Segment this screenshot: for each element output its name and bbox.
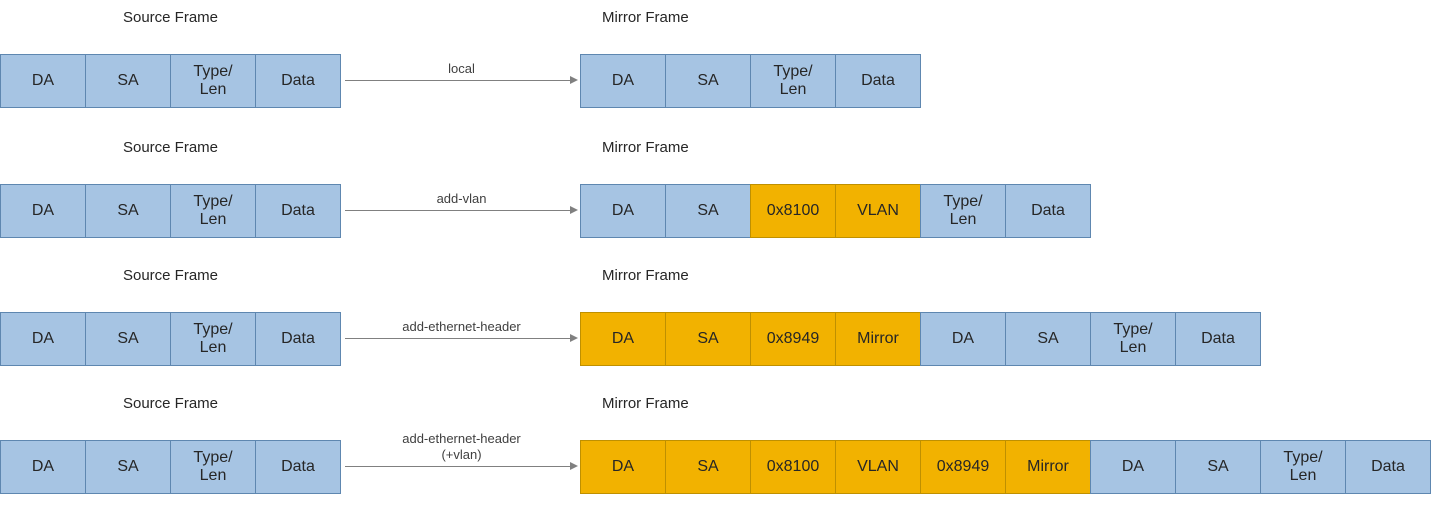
frame-field-cell: SA [665, 54, 751, 108]
frame-field-cell: Type/ Len [750, 54, 836, 108]
frame-field-cell: DA [1090, 440, 1176, 494]
frame-field-cell: DA [0, 54, 86, 108]
frame-field-cell: SA [1175, 440, 1261, 494]
arrow-line [345, 210, 571, 211]
mirror-action-label: add-vlan [436, 190, 487, 206]
source-frame-title: Source Frame [122, 9, 219, 26]
arrow-line [345, 466, 571, 467]
frame-field-cell: Data [1345, 440, 1431, 494]
frame-field-cell: Type/ Len [170, 440, 256, 494]
frame-field-cell: Data [255, 312, 341, 366]
frame-field-cell: DA [580, 54, 666, 108]
frame-field-cell: Type/ Len [170, 312, 256, 366]
frame-field-cell: DA [580, 312, 666, 366]
frame-field-cell: DA [580, 440, 666, 494]
mirror-frame-title: Mirror Frame [602, 9, 689, 26]
frame-field-cell: SA [85, 312, 171, 366]
frame-field-cell: Type/ Len [170, 184, 256, 238]
frame-field-cell: SA [1005, 312, 1091, 366]
arrow-head-icon [570, 206, 578, 214]
mirror-frame-title: Mirror Frame [602, 139, 689, 156]
frame-field-cell: Type/ Len [1090, 312, 1176, 366]
frame-field-cell: SA [665, 440, 751, 494]
frame-field-cell: SA [665, 184, 751, 238]
frame-field-cell: Type/ Len [170, 54, 256, 108]
arrow-head-icon [570, 462, 578, 470]
mirror-action-arrow: add-vlan [345, 184, 578, 238]
frame-field-cell: SA [85, 54, 171, 108]
mirror-frame-title: Mirror Frame [602, 267, 689, 284]
frame-field-cell: 0x8100 [750, 440, 836, 494]
frame-field-cell: DA [0, 440, 86, 494]
arrow-head-icon [570, 334, 578, 342]
mirror-action-label: add-ethernet-header (+vlan) [402, 430, 521, 462]
mirror-action-arrow: add-ethernet-header [345, 312, 578, 366]
frame-field-cell: VLAN [835, 184, 921, 238]
mirror-frame-title: Mirror Frame [602, 395, 689, 412]
source-frame-title: Source Frame [122, 267, 219, 284]
frame-field-cell: 0x8949 [750, 312, 836, 366]
frame-field-cell: Data [1005, 184, 1091, 238]
frame-field-cell: 0x8100 [750, 184, 836, 238]
source-frame-title: Source Frame [122, 139, 219, 156]
frame-field-cell: VLAN [835, 440, 921, 494]
arrow-line [345, 80, 571, 81]
frame-field-cell: SA [85, 184, 171, 238]
mirror-action-arrow: add-ethernet-header (+vlan) [345, 431, 578, 494]
arrow-head-icon [570, 76, 578, 84]
frame-field-cell: SA [85, 440, 171, 494]
frame-field-cell: Data [255, 440, 341, 494]
frame-field-cell: Mirror [1005, 440, 1091, 494]
frame-field-cell: Data [255, 54, 341, 108]
frame-field-cell: Data [835, 54, 921, 108]
frame-field-cell: Mirror [835, 312, 921, 366]
frame-field-cell: DA [920, 312, 1006, 366]
frame-field-cell: Type/ Len [920, 184, 1006, 238]
mirror-action-arrow: local [345, 54, 578, 108]
frame-field-cell: DA [0, 312, 86, 366]
frame-field-cell: Data [255, 184, 341, 238]
mirror-action-label: local [448, 60, 475, 76]
frame-field-cell: DA [580, 184, 666, 238]
source-frame-title: Source Frame [122, 395, 219, 412]
frame-field-cell: SA [665, 312, 751, 366]
arrow-line [345, 338, 571, 339]
frame-field-cell: DA [0, 184, 86, 238]
frame-field-cell: Type/ Len [1260, 440, 1346, 494]
frame-field-cell: 0x8949 [920, 440, 1006, 494]
mirror-action-label: add-ethernet-header [402, 318, 521, 334]
frame-field-cell: Data [1175, 312, 1261, 366]
